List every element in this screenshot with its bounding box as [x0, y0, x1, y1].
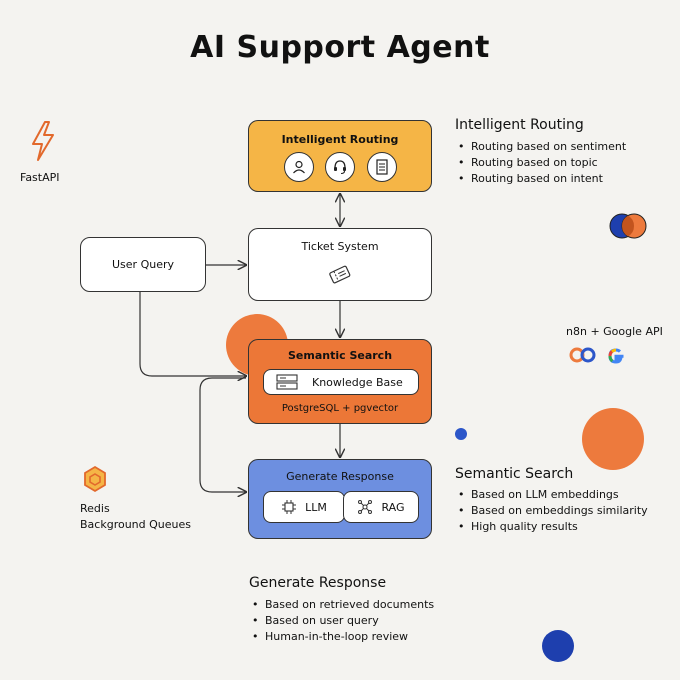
rag-label: RAG — [381, 500, 405, 514]
intelligent-routing-title: Intelligent Routing — [281, 133, 399, 146]
background-queues-label: Background Queues — [80, 518, 191, 531]
fastapi-label: FastAPI — [20, 171, 60, 184]
intelligent-routing-node[interactable]: Intelligent Routing — [248, 120, 432, 192]
generate-section-list: Based on retrieved documents Based on us… — [249, 597, 434, 645]
ticket-system-node[interactable]: Ticket System — [248, 228, 432, 301]
search-section-heading: Semantic Search — [455, 466, 574, 482]
user-query-node[interactable]: User Query — [80, 237, 206, 292]
decor-circle-blue-bottom — [542, 630, 574, 662]
decor-circle-orange-right — [582, 408, 644, 470]
redis-icon — [82, 465, 108, 497]
user-icon — [284, 152, 314, 182]
network-icon — [357, 499, 373, 515]
semantic-search-title: Semantic Search — [287, 349, 393, 362]
search-section-list: Based on LLM embeddings Based on embeddi… — [455, 487, 648, 535]
routing-section-list: Routing based on sentiment Routing based… — [455, 139, 626, 187]
list-item: Routing based on intent — [455, 171, 626, 187]
list-item: Human-in-the-loop review — [249, 629, 434, 645]
routing-section-heading: Intelligent Routing — [455, 117, 584, 133]
user-query-title: User Query — [112, 258, 174, 271]
knowledge-base-pill[interactable]: Knowledge Base — [263, 369, 419, 395]
document-icon — [367, 152, 397, 182]
page-title: AI Support Agent — [190, 30, 490, 65]
list-item: Based on LLM embeddings — [455, 487, 648, 503]
generate-response-title: Generate Response — [286, 470, 394, 483]
venn-logo-icon — [607, 211, 649, 245]
ticket-icon — [327, 264, 353, 290]
arrow-search-generate-left — [199, 377, 246, 492]
n8n-icon — [567, 346, 599, 368]
server-icon — [276, 374, 298, 390]
generate-section-heading: Generate Response — [249, 575, 387, 591]
lightning-icon — [28, 120, 58, 166]
rag-pill[interactable]: RAG — [343, 491, 419, 523]
database-label: PostgreSQL + pgvector — [281, 403, 399, 414]
headset-icon — [325, 152, 355, 182]
llm-pill[interactable]: LLM — [263, 491, 345, 523]
list-item: Routing based on sentiment — [455, 139, 626, 155]
list-item: High quality results — [455, 519, 648, 535]
list-item: Based on retrieved documents — [249, 597, 434, 613]
decor-dot-blue — [455, 428, 467, 440]
list-item: Routing based on topic — [455, 155, 626, 171]
semantic-search-node[interactable]: Semantic Search Knowledge Base PostgreSQ… — [248, 339, 432, 424]
arrow-query-search — [139, 292, 246, 376]
knowledge-base-label: Knowledge Base — [312, 375, 403, 389]
list-item: Based on embeddings similarity — [455, 503, 648, 519]
google-icon — [604, 344, 628, 372]
redis-label: Redis — [80, 502, 110, 515]
list-item: Based on user query — [249, 613, 434, 629]
integrations-label: n8n + Google API — [566, 325, 663, 338]
llm-label: LLM — [305, 500, 327, 514]
ticket-system-title: Ticket System — [301, 240, 379, 253]
chip-icon — [281, 499, 297, 515]
generate-response-node[interactable]: Generate Response LLM RAG — [248, 459, 432, 539]
